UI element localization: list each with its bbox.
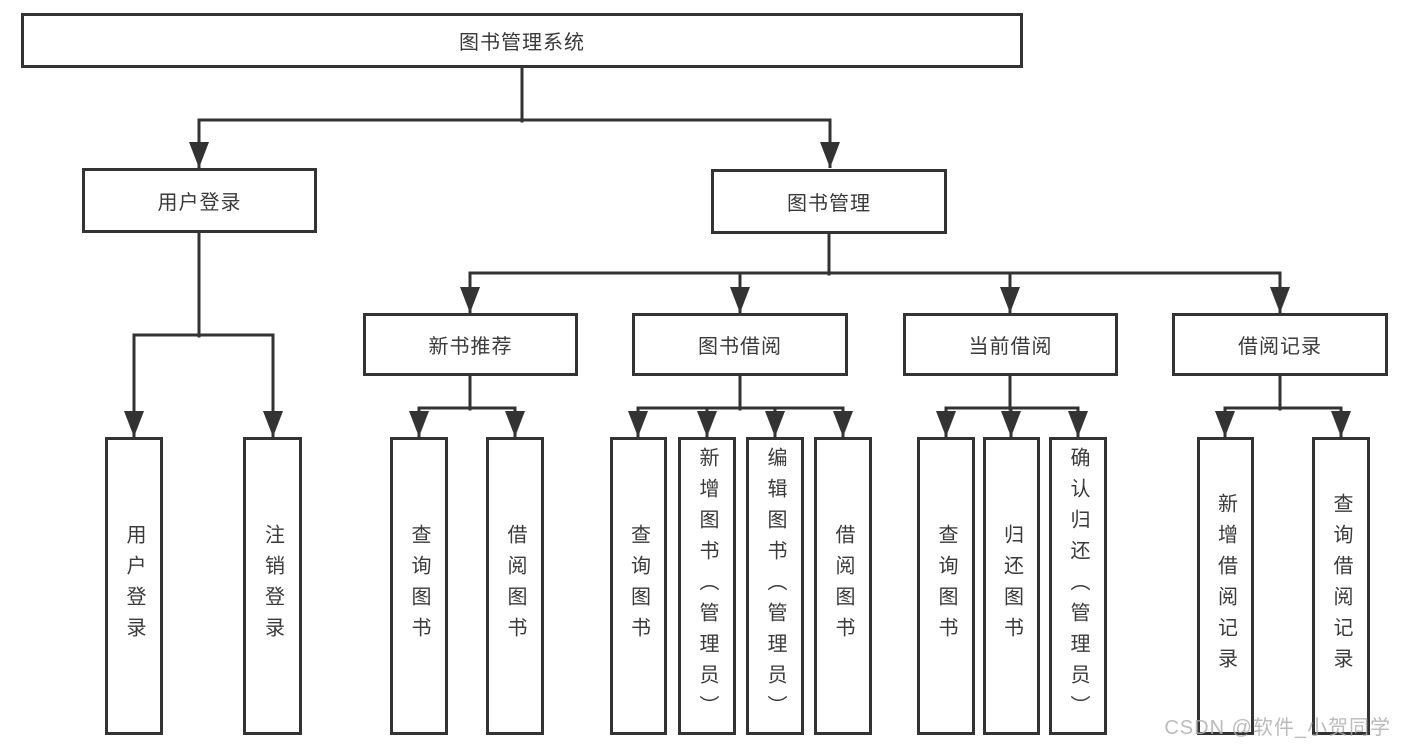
leaf-user-login: 用户登录	[105, 437, 163, 735]
connector-borrow-records-to-leaves	[1215, 374, 1351, 437]
node-book-borrow-label: 图书借阅	[698, 336, 782, 358]
leaf-query-books-recommend-label: 查询图书	[408, 524, 430, 648]
node-borrow-records: 借阅记录	[1172, 313, 1388, 376]
connector-user-login-to-leaves	[124, 231, 283, 437]
connector-book-borrow-to-leaves	[628, 374, 853, 437]
leaf-query-books-borrow: 查询图书	[610, 437, 667, 735]
leaf-borrow-books-2-label: 借阅图书	[832, 524, 854, 648]
leaf-confirm-return-admin-label: 确认归还（管理员）	[1067, 446, 1089, 726]
leaf-return-book-label: 归还图书	[1000, 524, 1023, 648]
leaf-edit-book-admin-label: 编辑图书（管理员）	[764, 446, 786, 726]
node-current-borrow: 当前借阅	[903, 313, 1118, 376]
node-user-login: 用户登录	[82, 168, 317, 233]
leaf-edit-book-admin: 编辑图书（管理员）	[746, 437, 804, 735]
leaf-user-login-label: 用户登录	[123, 524, 145, 648]
connector-new-book-to-leaves	[409, 374, 525, 437]
node-borrow-records-label: 借阅记录	[1238, 336, 1322, 358]
leaf-return-book: 归还图书	[983, 437, 1040, 735]
node-current-borrow-label: 当前借阅	[968, 336, 1053, 358]
leaf-query-borrow-record-label: 查询借阅记录	[1330, 493, 1352, 679]
leaf-add-book-admin-label: 新增图书（管理员）	[696, 446, 718, 726]
leaf-query-borrow-record: 查询借阅记录	[1312, 437, 1370, 735]
node-root-library-system: 图书管理系统	[21, 13, 1023, 68]
leaf-confirm-return-admin: 确认归还（管理员）	[1049, 437, 1107, 735]
watermark-text: CSDN @软件_小贺同学	[1164, 717, 1391, 739]
leaf-borrow-books-recommend: 借阅图书	[486, 437, 544, 735]
connector-root-to-level2	[189, 66, 840, 168]
node-book-borrow: 图书借阅	[632, 313, 848, 376]
leaf-logout-login-label: 注销登录	[261, 524, 284, 648]
leaf-add-borrow-record-label: 新增借阅记录	[1214, 493, 1237, 679]
node-new-book-recommend: 新书推荐	[363, 313, 578, 376]
leaf-query-books-borrow-label: 查询图书	[627, 524, 650, 648]
leaf-add-book-admin: 新增图书（管理员）	[678, 437, 736, 735]
node-root-label: 图书管理系统	[459, 32, 585, 54]
leaf-borrow-books-recommend-label: 借阅图书	[504, 524, 526, 648]
node-book-management: 图书管理	[711, 169, 947, 234]
leaf-query-books-recommend: 查询图书	[390, 437, 448, 735]
leaf-query-books-current-label: 查询图书	[935, 524, 957, 648]
connector-current-borrow-to-leaves	[936, 374, 1088, 437]
node-book-management-label: 图书管理	[787, 193, 871, 215]
leaf-logout-login: 注销登录	[243, 437, 302, 735]
leaf-borrow-books-2: 借阅图书	[814, 437, 872, 735]
node-user-login-label: 用户登录	[157, 192, 242, 214]
connector-book-management-to-level3	[460, 232, 1290, 313]
leaf-query-books-current: 查询图书	[917, 437, 975, 735]
node-new-book-recommend-label: 新书推荐	[428, 336, 513, 358]
leaf-add-borrow-record: 新增借阅记录	[1197, 437, 1254, 735]
